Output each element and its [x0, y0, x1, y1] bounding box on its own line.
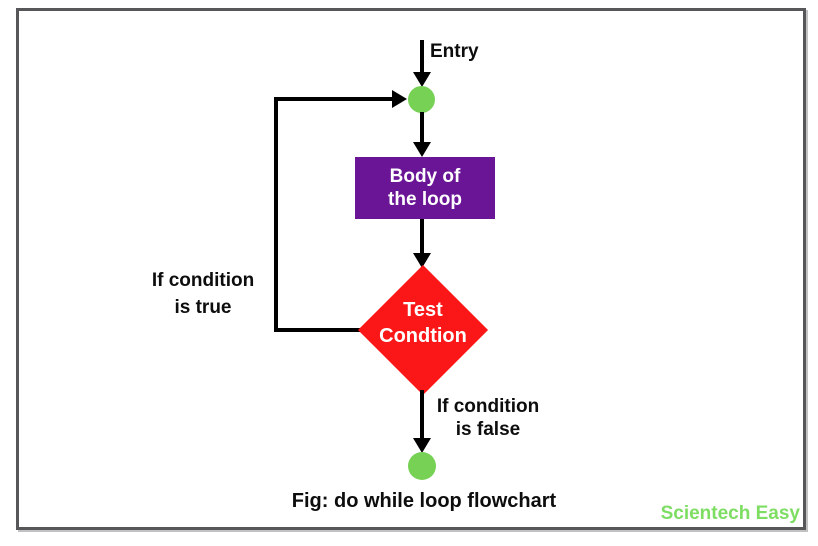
loop-back-top-line: [274, 97, 392, 101]
exit-connector-circle: [408, 452, 436, 480]
loop-back-arrowhead-icon: [392, 90, 407, 108]
false-branch-label: If condition is false: [436, 396, 540, 440]
test-condition-label: Test Condtion: [379, 299, 467, 347]
figure-caption: Fig: do while loop flowchart: [291, 490, 557, 512]
loop-back-vertical-line: [274, 97, 278, 332]
connector-to-body-arrowhead-icon: [413, 142, 431, 157]
body-to-condition-arrowhead-icon: [413, 253, 431, 268]
connector-to-body-line: [420, 112, 424, 143]
body-to-condition-line: [420, 219, 424, 254]
start-connector-circle: [408, 86, 435, 113]
entry-label: Entry: [430, 41, 479, 62]
loop-back-bottom-line: [274, 328, 360, 332]
watermark-text: Scientech Easy: [660, 503, 800, 524]
entry-arrow-line: [420, 40, 424, 73]
entry-arrowhead-icon: [413, 72, 431, 87]
frame-border: [16, 8, 806, 530]
condition-to-exit-arrowhead-icon: [413, 438, 431, 453]
body-of-loop-box: Body of the loop: [355, 157, 495, 219]
true-branch-label: If condition is true: [151, 270, 255, 318]
condition-to-exit-line: [420, 390, 424, 439]
